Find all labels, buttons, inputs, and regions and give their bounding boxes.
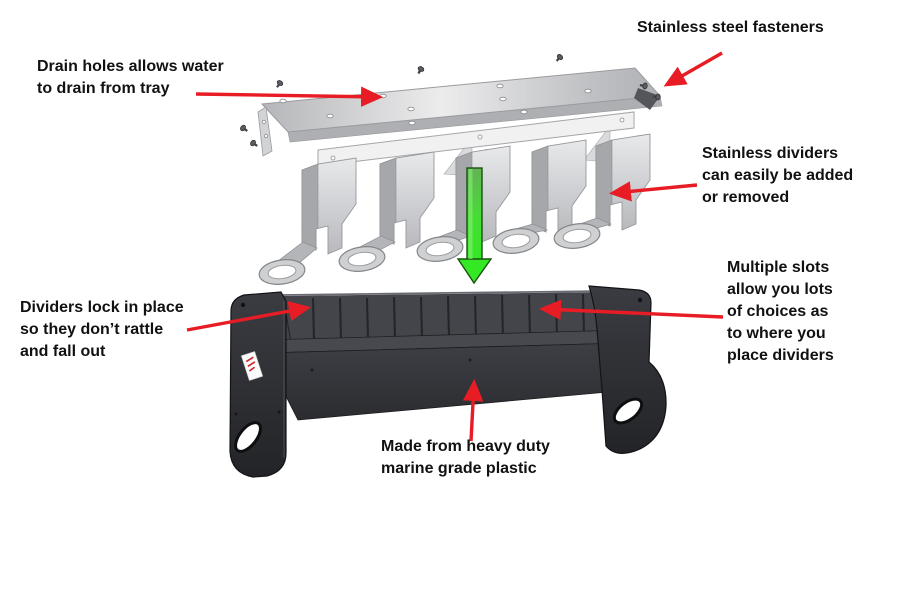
lid-right-fold bbox=[634, 88, 660, 110]
stainless-tray-lid bbox=[238, 52, 663, 190]
divider bbox=[416, 145, 511, 262]
multiple-slots-label: Multiple slots allow you lots of choices… bbox=[727, 257, 834, 367]
label-line: or removed bbox=[702, 189, 790, 206]
lock-arrow bbox=[186, 301, 312, 332]
divider bbox=[338, 151, 435, 272]
lid-mounting-rail bbox=[317, 111, 635, 167]
label-line: Multiple slots bbox=[727, 259, 830, 276]
label-line: and fall out bbox=[20, 343, 106, 360]
label-line: place dividers bbox=[727, 347, 834, 364]
divider bbox=[553, 133, 651, 249]
left-handle-cutout bbox=[234, 421, 262, 453]
divider bbox=[258, 157, 357, 285]
label-line: so they don’t rattle bbox=[20, 321, 164, 338]
assembly-direction-arrow bbox=[456, 167, 493, 285]
stainless-dividers bbox=[258, 133, 651, 285]
label-line: marine grade plastic bbox=[381, 460, 537, 477]
annotation-arrows bbox=[186, 51, 724, 442]
drain-holes-arrow bbox=[195, 86, 384, 107]
plastic-base bbox=[229, 285, 667, 478]
base-right-end-panel bbox=[588, 285, 667, 454]
label-line: to drain from tray bbox=[37, 80, 170, 97]
marine-plastic-label: Made from heavy duty marine grade plasti… bbox=[381, 436, 550, 480]
label-line: Stainless steel fasteners bbox=[637, 19, 824, 36]
lid-left-flange bbox=[257, 106, 273, 157]
drain-holes-label: Drain holes allows water to drain from t… bbox=[37, 56, 224, 100]
label-line: to where you bbox=[727, 325, 826, 342]
slots-arrow bbox=[538, 299, 724, 320]
label-line: Dividers lock in place bbox=[20, 299, 184, 316]
label-line: can easily be added bbox=[702, 167, 854, 184]
fasteners-arrow bbox=[663, 51, 723, 87]
label-line: Stainless dividers bbox=[702, 145, 839, 162]
brand-sticker bbox=[240, 351, 264, 381]
dividers-add-label: Stainless dividers can easily be added o… bbox=[702, 143, 853, 209]
plastic-arrow bbox=[462, 378, 484, 442]
label-line: allow you lots bbox=[727, 281, 833, 298]
label-line: Made from heavy duty bbox=[381, 438, 550, 455]
base-back-wall bbox=[283, 292, 606, 343]
fasteners-label: Stainless steel fasteners bbox=[637, 17, 824, 39]
divider bbox=[492, 139, 587, 254]
right-handle-cutout bbox=[612, 397, 644, 425]
base-front-wall bbox=[263, 342, 631, 421]
label-line: of choices as bbox=[727, 303, 829, 320]
dividers-arrow bbox=[608, 181, 698, 202]
dividers-lock-label: Dividers lock in place so they don’t rat… bbox=[20, 297, 184, 363]
label-line: Drain holes allows water bbox=[37, 58, 224, 75]
